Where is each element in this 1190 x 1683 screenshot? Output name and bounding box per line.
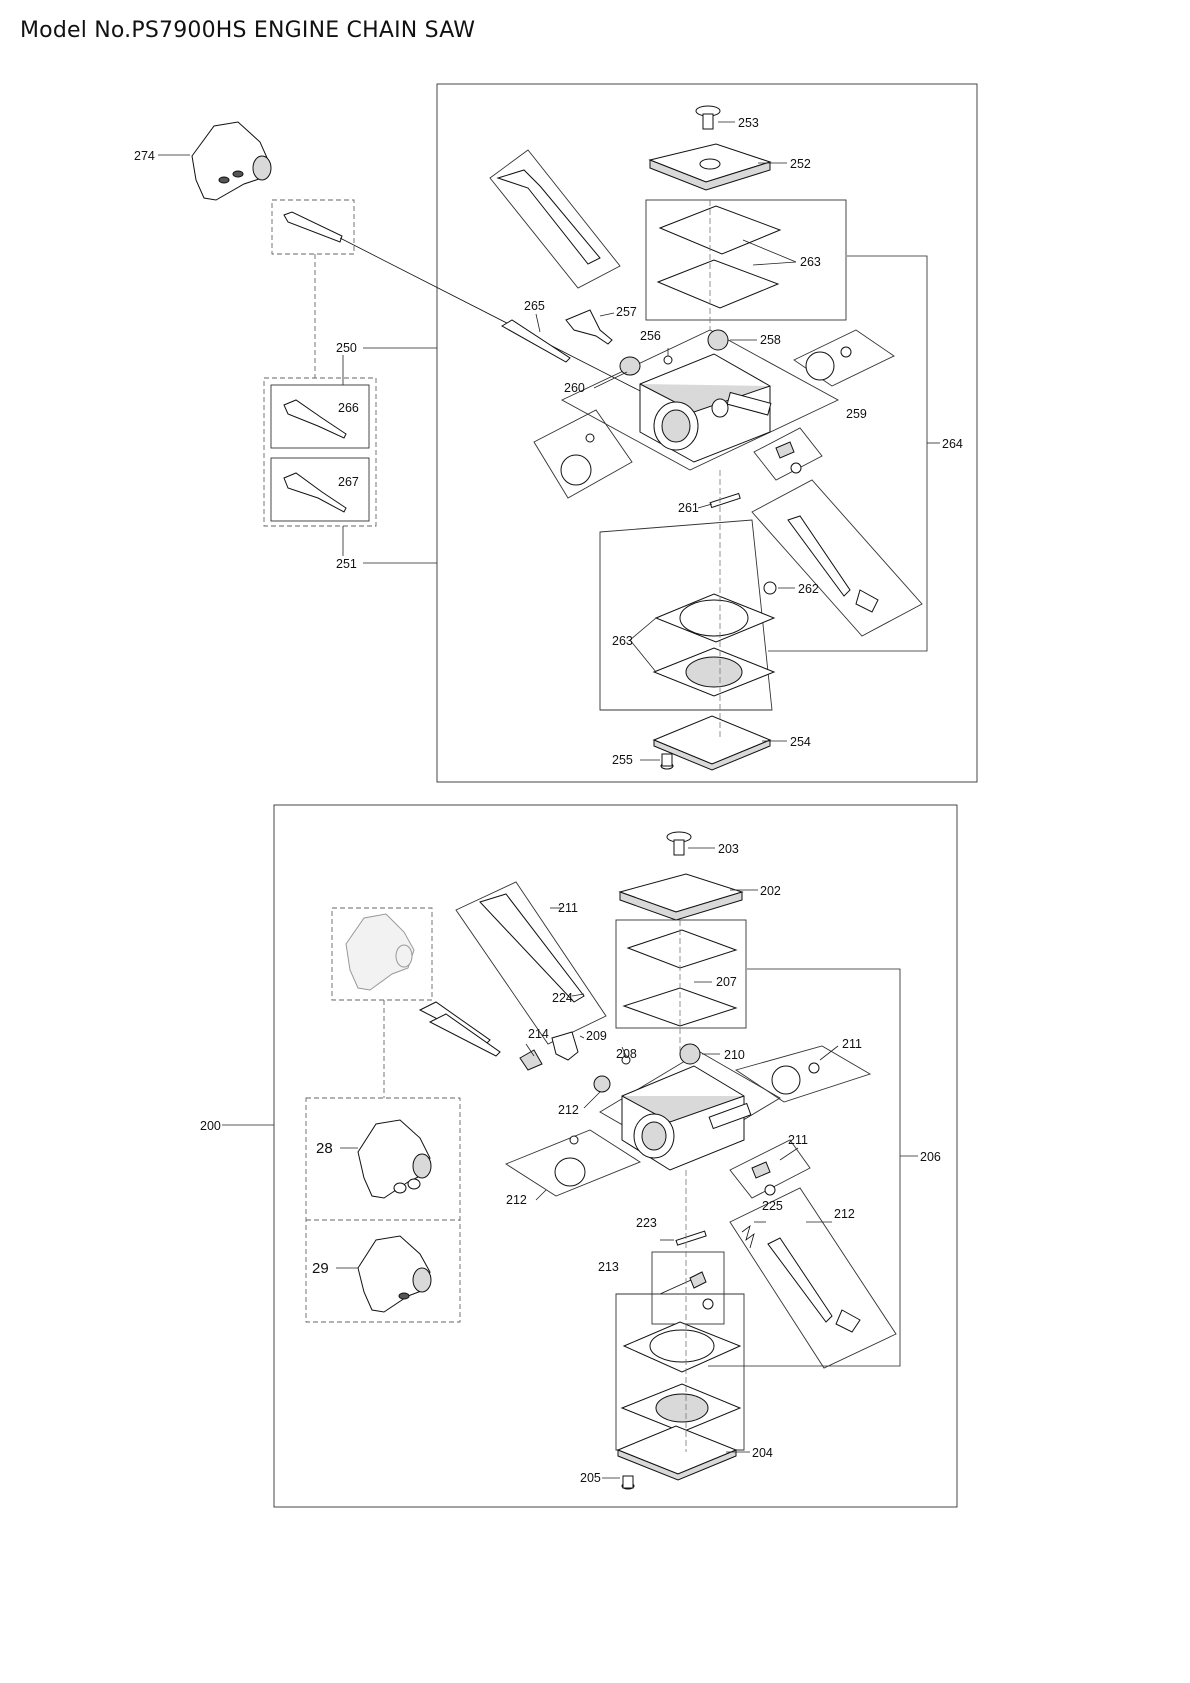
callout-labels: 274 253 252 263 264 250 251 265 257 256 … [134, 116, 963, 1485]
group-266-267 [263, 377, 377, 527]
callout-203: 203 [718, 842, 739, 856]
callout-208: 208 [616, 1047, 637, 1061]
callout-205: 205 [580, 1471, 601, 1485]
callout-213: 213 [598, 1260, 619, 1274]
callout-214: 214 [528, 1027, 549, 1041]
callout-211-lower: 211 [788, 1133, 808, 1147]
callout-259: 259 [846, 407, 867, 421]
callout-29: 29 [312, 1260, 329, 1277]
callout-267: 267 [338, 475, 359, 489]
callout-263-lower: 263 [612, 634, 633, 648]
callout-256: 256 [640, 329, 661, 343]
carburetor-body [561, 329, 839, 471]
callout-225: 225 [762, 1199, 783, 1213]
callout-202: 202 [760, 884, 781, 898]
callout-212-left: 212 [558, 1103, 579, 1117]
callout-258: 258 [760, 333, 781, 347]
callout-206: 206 [920, 1150, 941, 1164]
callout-212-mid: 212 [506, 1193, 527, 1207]
callout-252: 252 [790, 157, 811, 171]
callout-257: 257 [616, 305, 637, 319]
callout-266: 266 [338, 401, 359, 415]
callout-210: 210 [724, 1048, 745, 1062]
callout-263-upper: 263 [800, 255, 821, 269]
callout-251: 251 [336, 557, 357, 571]
bracket-206 [708, 968, 901, 1367]
callout-28: 28 [316, 1140, 333, 1157]
needle-250-box [271, 199, 355, 255]
bottom-assembly-frame [273, 804, 958, 1508]
callout-260: 260 [564, 381, 585, 395]
part-258-screen [707, 329, 729, 351]
bottom-assembly [222, 804, 958, 1508]
callout-255: 255 [612, 753, 633, 767]
callout-262: 262 [798, 582, 819, 596]
callout-209: 209 [586, 1029, 607, 1043]
bracket-264 [768, 255, 928, 652]
callout-211-top: 211 [558, 901, 578, 915]
top-assembly-frame [436, 83, 978, 783]
callout-264: 264 [942, 437, 963, 451]
callout-274: 274 [134, 149, 155, 163]
part-252-cover [648, 143, 787, 191]
callout-265: 265 [524, 299, 545, 313]
callout-253: 253 [738, 116, 759, 130]
callout-200: 200 [200, 1119, 221, 1133]
top-assembly [158, 83, 978, 783]
callout-224: 224 [552, 991, 573, 1005]
callout-212-right: 212 [834, 1207, 855, 1221]
page-title: Model No.PS7900HS ENGINE CHAIN SAW [20, 18, 476, 43]
gasket-263-upper-frame [645, 199, 847, 321]
part-274-adapter [158, 121, 272, 201]
callout-261: 261 [678, 501, 699, 515]
callout-211-right: 211 [842, 1037, 862, 1051]
callout-254: 254 [790, 735, 811, 749]
callout-204: 204 [752, 1446, 773, 1460]
callout-250: 250 [336, 341, 357, 355]
callout-207: 207 [716, 975, 737, 989]
callout-223: 223 [636, 1216, 657, 1230]
part-253-screw [695, 105, 735, 130]
